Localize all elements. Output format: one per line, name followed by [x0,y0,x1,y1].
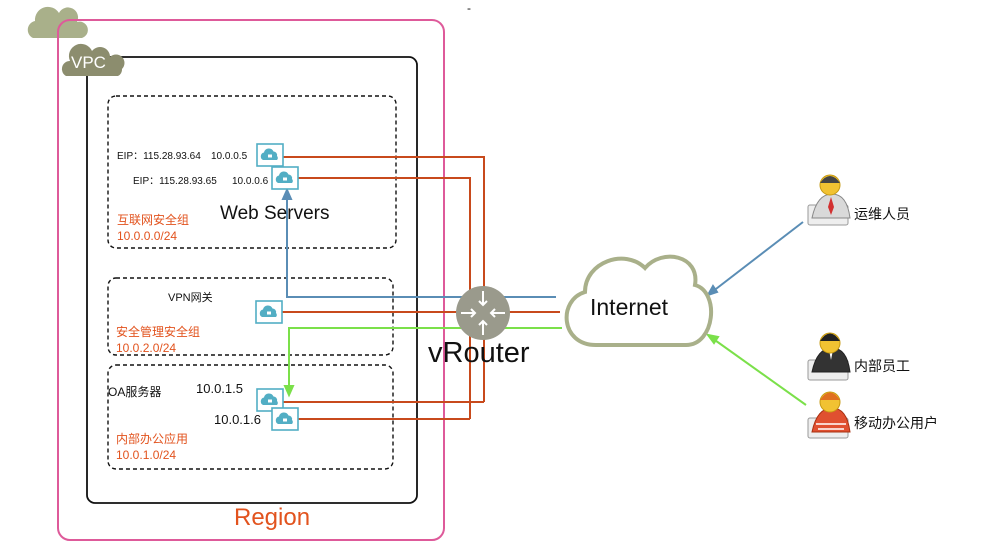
mobile-user-label: 移动办公用户 [854,415,938,431]
vpn-cidr: 10.0.2.0/24 [116,341,177,355]
vpn-group-name: 安全管理安全组 [116,325,201,339]
vpn-gateway-label: VPN网关 [168,292,213,304]
region-boundary [57,19,445,541]
oa-server-2-ip: 10.0.1.6 [214,412,261,427]
oa-zone-boundary [107,364,394,470]
blue-link [281,187,804,298]
web-server-1-eip: EIP：115.28.93.64 [117,151,201,162]
router-icon [456,286,510,340]
oa-server-2-icon [271,407,299,431]
region-label: Region [234,504,311,531]
red-links [282,156,560,420]
green-link [283,327,807,406]
oa-group-name: 内部办公应用 [116,432,189,446]
employee-person-icon [807,332,851,381]
web-cidr: 10.0.0.0/24 [117,229,178,243]
oa-cidr: 10.0.1.0/24 [116,448,177,462]
web-servers-title: Web Servers [220,203,330,224]
web-server-2-ip: 10.0.0.6 [232,176,269,187]
mobile-user-icon [807,391,851,439]
web-zone-boundary [107,95,397,249]
oa-server-1-ip: 10.0.1.5 [196,381,243,396]
web-group-name: 互联网安全组 [117,213,190,227]
vpc-boundary [86,56,418,504]
web-server-2-icon [271,166,299,190]
web-server-1-icon [256,143,284,167]
vpn-gateway-icon [255,300,283,324]
vpc-label: VPC [71,53,106,72]
web-server-1-ip: 10.0.0.5 [211,151,248,162]
region-cloud-icon [27,6,88,39]
router-label: vRouter [428,337,530,369]
ops-person-icon [807,174,851,226]
vpc-cloud-icon [61,43,125,76]
ops-person-label: 运维人员 [854,206,910,222]
internet-label: Internet [590,294,668,320]
top-mark: - [467,1,471,15]
cloud-icon [564,254,714,347]
web-server-2-eip: EIP：115.28.93.65 [133,176,217,187]
oa-server-title: OA服务器 [108,385,162,399]
employee-person-label: 内部员工 [854,358,910,374]
vpn-zone-boundary [107,277,394,356]
